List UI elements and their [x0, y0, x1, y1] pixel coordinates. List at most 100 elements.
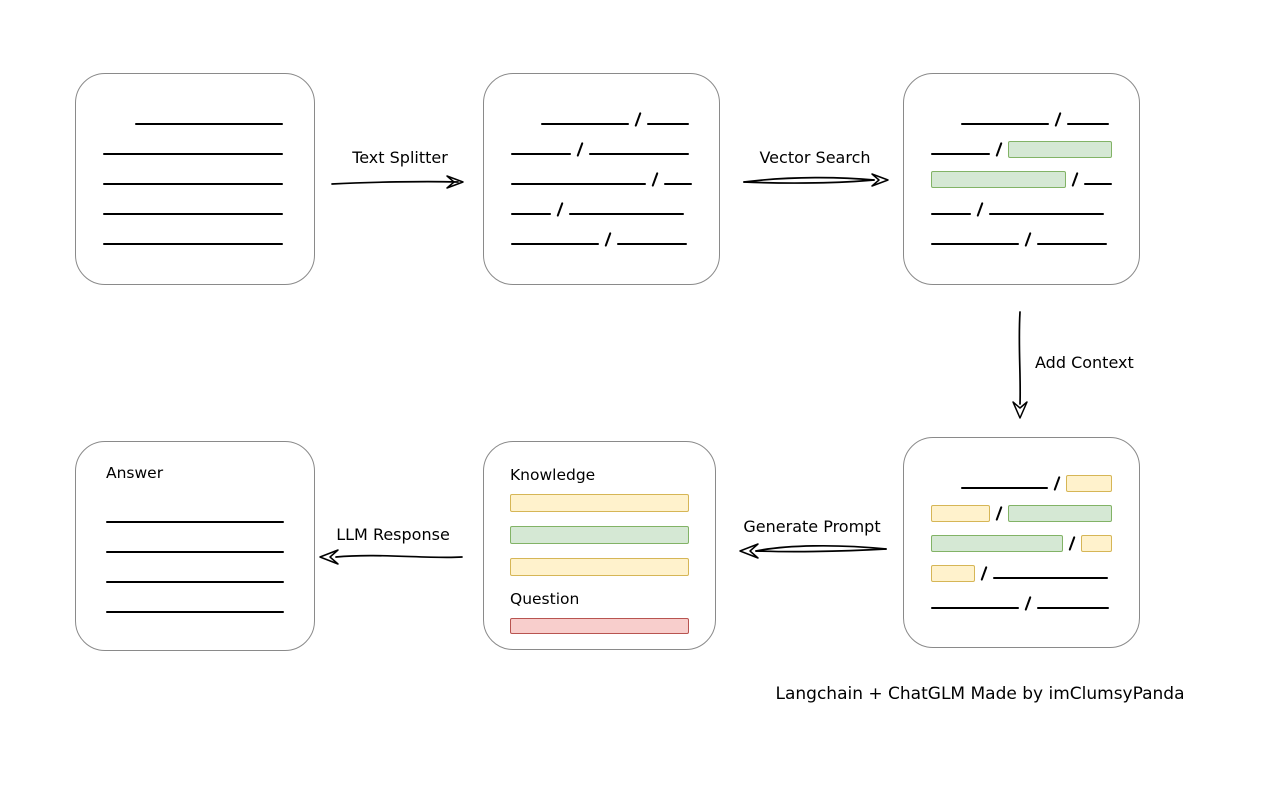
slash-separator: [1071, 172, 1079, 187]
highlight-yellow: [510, 494, 689, 512]
content-row: [931, 158, 1112, 188]
highlight-green: [510, 526, 689, 544]
generate-prompt-label: Generate Prompt: [743, 517, 881, 536]
indent-gap: [103, 127, 135, 128]
content-row: [510, 618, 689, 634]
text-line: [106, 551, 284, 553]
text-line: [103, 213, 283, 215]
highlight-yellow: [931, 565, 975, 582]
content-row: [931, 492, 1112, 522]
content-row: [511, 128, 692, 158]
text-line: [103, 153, 283, 155]
context-chunks-box: [903, 437, 1140, 648]
prompt-box: Knowledge Question: [483, 441, 716, 650]
text-line: [931, 607, 1019, 609]
text-line: [993, 577, 1109, 579]
highlight-green: [1008, 141, 1112, 158]
question-label: Question: [510, 590, 580, 608]
content-row: [931, 522, 1112, 552]
content-row: [931, 552, 1112, 582]
highlight-yellow: [931, 505, 991, 522]
highlight-yellow: [1080, 535, 1112, 552]
indent-gap: [511, 127, 541, 128]
content-row: [103, 98, 287, 128]
text-line: [931, 213, 971, 215]
text-line: [1067, 123, 1110, 125]
content-row: [510, 494, 689, 512]
text-line: [647, 123, 690, 125]
answer-lines: [106, 482, 284, 616]
slash-separator: [604, 232, 612, 247]
content-row: [931, 128, 1112, 158]
text-line: [961, 123, 1049, 125]
text-splitter-arrow-icon: [331, 175, 464, 189]
add-context-label: Add Context: [1035, 353, 1134, 372]
document-box: [75, 73, 315, 285]
content-row: [103, 158, 287, 188]
knowledge-label: Knowledge: [510, 466, 596, 484]
answer-box: Answer: [75, 441, 315, 651]
content-row: [103, 128, 287, 158]
chunk-lines: [484, 74, 719, 248]
slash-separator: [995, 142, 1003, 157]
text-line: [931, 243, 1019, 245]
text-line: [1037, 243, 1108, 245]
slash-separator: [651, 172, 659, 187]
content-row: [931, 582, 1112, 612]
content-row: [931, 98, 1112, 128]
text-line: [569, 213, 685, 215]
searched-chunk-lines: [904, 74, 1139, 248]
slash-separator: [976, 202, 984, 217]
slash-separator: [1068, 536, 1076, 551]
generate-prompt-arrow-icon: [739, 543, 887, 559]
vector-search-arrow-icon: [743, 173, 889, 187]
content-row: [106, 526, 284, 556]
text-line: [664, 183, 692, 185]
slash-separator: [1053, 476, 1061, 491]
split-chunks-box: [483, 73, 720, 285]
indent-gap: [931, 491, 961, 492]
text-line: [617, 243, 688, 245]
content-row: [510, 558, 689, 576]
highlight-green: [1008, 505, 1112, 522]
text-line: [589, 153, 690, 155]
content-row: [511, 188, 692, 218]
text-line: [511, 183, 646, 185]
content-row: [103, 218, 287, 248]
slash-separator: [1024, 596, 1032, 611]
text-line: [103, 183, 283, 185]
highlight-red: [510, 618, 689, 634]
content-row: [106, 496, 284, 526]
caption-credit: Langchain + ChatGLM Made by imClumsyPand…: [775, 684, 1185, 704]
text-line: [511, 153, 571, 155]
vector-search-label: Vector Search: [759, 148, 871, 167]
text-line: [1037, 607, 1110, 609]
text-line: [106, 581, 284, 583]
text-line: [541, 123, 629, 125]
content-row: [511, 158, 692, 188]
slash-separator: [1054, 112, 1062, 127]
slash-separator: [634, 112, 642, 127]
answer-label: Answer: [106, 464, 164, 482]
content-row: [931, 188, 1112, 218]
highlight-green: [931, 535, 1063, 552]
content-row: [103, 188, 287, 218]
content-row: [511, 98, 692, 128]
highlight-yellow: [1066, 475, 1112, 492]
slash-separator: [1024, 232, 1032, 247]
text-line: [931, 153, 991, 155]
context-chunk-lines: [904, 438, 1139, 612]
content-row: [510, 526, 689, 544]
content-row: [106, 556, 284, 586]
text-line: [106, 611, 284, 613]
llm-response-label: LLM Response: [336, 525, 450, 544]
text-line: [989, 213, 1105, 215]
content-row: [106, 586, 284, 616]
text-line: [103, 243, 283, 245]
slash-separator: [576, 142, 584, 157]
vector-search-result-box: [903, 73, 1140, 285]
text-line: [1084, 183, 1112, 185]
slash-separator: [995, 506, 1003, 521]
knowledge-bars: [510, 494, 689, 576]
content-row: [931, 218, 1112, 248]
